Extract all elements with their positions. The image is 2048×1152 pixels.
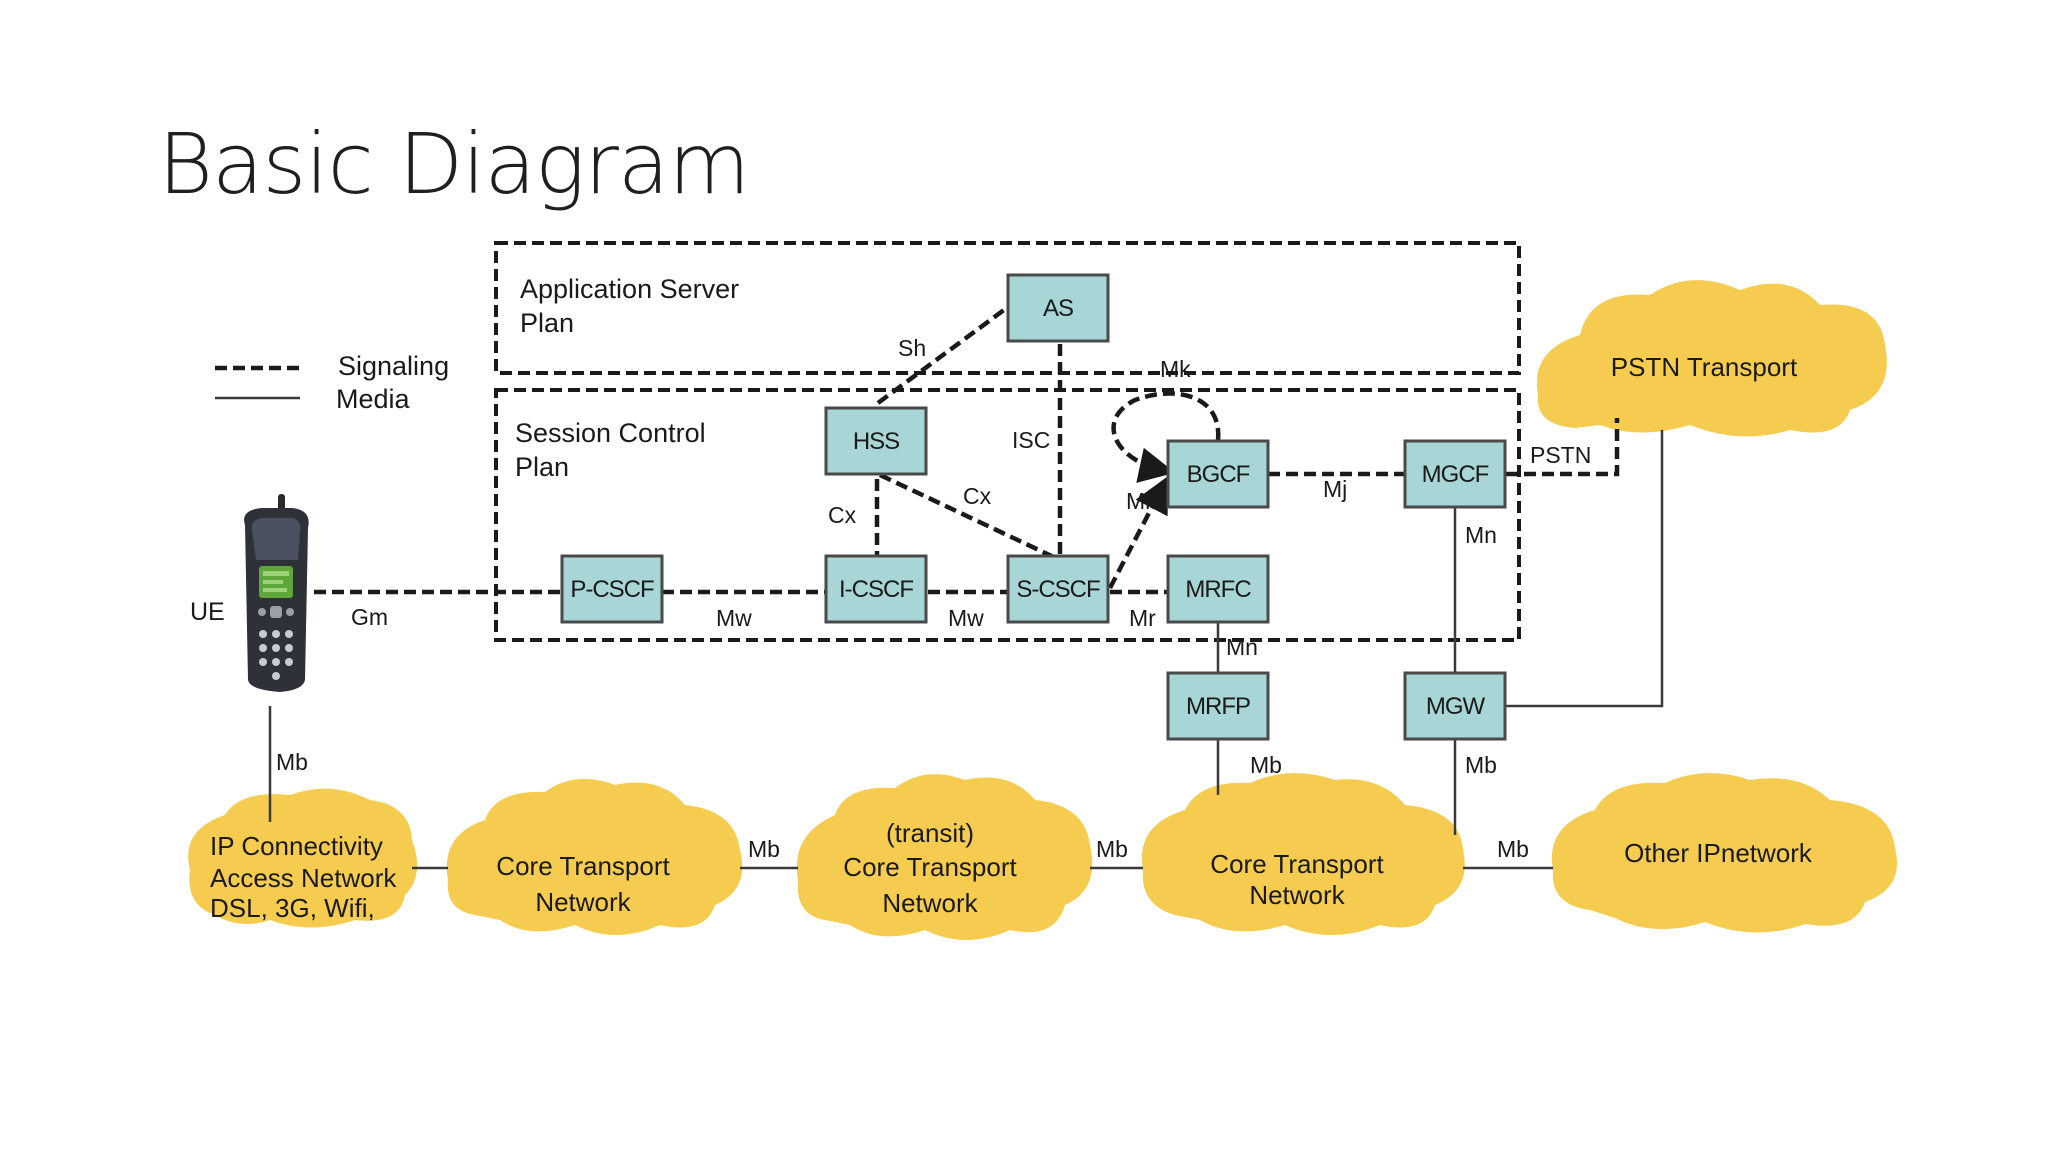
ue-label: UE [190, 598, 225, 626]
node-as: AS [1006, 273, 1110, 343]
session-control-plane [494, 388, 1521, 642]
link-hss-scscf [879, 472, 1061, 563]
iface-mb-mgw: Mb [1465, 752, 1497, 778]
iface-mn-2: Mn [1226, 634, 1258, 660]
session-plane-label-2: Plan [515, 452, 569, 482]
iface-mi: Mi [1126, 488, 1150, 514]
ue-phone-icon [244, 494, 309, 692]
node-mrfc-label: MRFC [1185, 576, 1251, 603]
node-scscf: S-CSCF [1006, 554, 1110, 624]
node-mrfc: MRFC [1166, 554, 1270, 624]
legend-media-label: Media [336, 384, 411, 414]
node-hss: HSS [824, 406, 928, 476]
iface-gm: Gm [351, 604, 388, 630]
cloud-pstn-transport: PSTN Transport [1536, 280, 1887, 437]
application-plane-label-1: Application Server [520, 274, 739, 304]
iface-cx-2: Cx [963, 483, 992, 509]
link-scscf-bgcf [1108, 476, 1169, 590]
cloud-transit-core: (transit) Core Transport Network [796, 774, 1093, 940]
iface-mb-ue: Mb [276, 749, 308, 775]
node-pcscf-label: P-CSCF [570, 576, 654, 603]
cloud-core-transport-2: Core Transport Network [1141, 773, 1465, 935]
slide-title: Basic Diagram [158, 115, 750, 213]
iface-cx-1: Cx [828, 502, 857, 528]
cloud-ip-connectivity: IP Connectivity Access Network DSL, 3G, … [188, 788, 418, 928]
node-mrfp: MRFP [1166, 671, 1270, 741]
iface-isc: ISC [1012, 427, 1050, 453]
node-scscf-label: S-CSCF [1016, 576, 1100, 603]
iface-sh: Sh [898, 335, 926, 361]
node-mgw: MGW [1403, 671, 1507, 741]
iface-mn-1: Mn [1465, 522, 1497, 548]
node-hss-label: HSS [853, 428, 899, 455]
legend-signaling-label: Signaling [338, 351, 449, 381]
application-server-plane [494, 241, 1521, 375]
iface-mw-1: Mw [716, 605, 752, 631]
iface-mb-mrfp: Mb [1250, 752, 1282, 778]
node-mgcf-label: MGCF [1422, 461, 1489, 488]
node-icscf: I-CSCF [824, 554, 928, 624]
cloud-core-transport-1: Core Transport Network [446, 778, 743, 935]
node-mgcf: MGCF [1403, 439, 1507, 509]
link-hss-as [876, 305, 1010, 405]
cloud-transit-line1: (transit) [886, 818, 974, 848]
iface-mb-core2-other: Mb [1497, 836, 1529, 862]
cloud-transit-line3: Network [882, 888, 978, 918]
cloud-pstn-label: PSTN Transport [1611, 352, 1798, 382]
link-bgcf-loop [1111, 391, 1221, 483]
cloud-other-ip-network: Other IPnetwork [1551, 773, 1897, 933]
application-plane-label-2: Plan [520, 308, 574, 338]
node-icscf-label: I-CSCF [839, 576, 913, 603]
iface-mk: Mk [1160, 356, 1191, 382]
cloud-ipca-line1: IP Connectivity [210, 831, 383, 861]
node-pcscf: P-CSCF [560, 554, 664, 624]
iface-mb-core1-transit: Mb [748, 836, 780, 862]
cloud-ipca-line3: DSL, 3G, Wifi, [210, 893, 375, 923]
node-as-label: AS [1043, 295, 1073, 322]
iface-mb-transit-core2: Mb [1096, 836, 1128, 862]
cloud-core1-line1: Core Transport [496, 851, 670, 881]
cloud-other-label: Other IPnetwork [1624, 838, 1813, 868]
iface-mr: Mr [1129, 605, 1156, 631]
cloud-core1-line2: Network [535, 887, 631, 917]
cloud-core2-line1: Core Transport [1210, 849, 1384, 879]
iface-mw-2: Mw [948, 605, 984, 631]
cloud-transit-line2: Core Transport [843, 852, 1017, 882]
link-mgw-pstn [1506, 430, 1664, 708]
node-mrfp-label: MRFP [1186, 693, 1250, 720]
iface-pstn: PSTN [1530, 442, 1591, 468]
node-mgw-label: MGW [1426, 693, 1486, 720]
node-bgcf: BGCF [1166, 439, 1270, 509]
legend: Signaling Media [215, 351, 449, 414]
cloud-core2-line2: Network [1249, 880, 1345, 910]
cloud-ipca-line2: Access Network [210, 863, 397, 893]
iface-mj: Mj [1323, 476, 1347, 502]
session-plane-label-1: Session Control [515, 418, 706, 448]
link-mgcf-pstn [1506, 418, 1620, 477]
node-bgcf-label: BGCF [1187, 461, 1250, 488]
